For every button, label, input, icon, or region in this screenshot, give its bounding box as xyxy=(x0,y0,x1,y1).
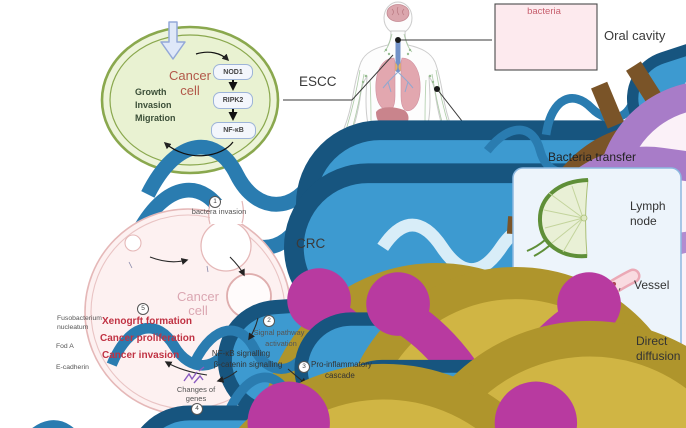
pathway-box-nfkb: NF-κB xyxy=(211,122,256,139)
step-5-badge: 5 xyxy=(137,303,149,315)
signalling-bcatenin: β-catenin signalling xyxy=(213,360,283,369)
legend-ecadherin-label: E-cadherin xyxy=(56,364,89,371)
step-4-label-1: Changes of xyxy=(176,385,216,394)
step-2-badge: 2 xyxy=(263,315,275,327)
legend-fusobacterium-2: nucleatum xyxy=(57,324,89,331)
escc-pathway-arrows xyxy=(163,51,238,157)
crc-label: CRC xyxy=(296,236,326,251)
vessel-label: Vessel xyxy=(634,278,670,292)
pathway-box-nod1: NOD1 xyxy=(213,64,253,80)
step-2-label-1: Signal pathway xyxy=(253,328,305,337)
transfer-panel-title: Bacteria transfer xyxy=(548,150,637,164)
step-1-label: bactera invasion xyxy=(191,207,247,216)
escc-effect-migration: Migration xyxy=(135,113,176,123)
oral-cavity-box xyxy=(476,0,686,428)
outcome-invasion: Cancer invasion xyxy=(102,350,180,361)
legend-fada-label: Fod A xyxy=(56,343,74,350)
step-3-label-1: Pro-inflammatory xyxy=(311,360,372,369)
membrane-dent xyxy=(124,234,142,252)
lungs xyxy=(375,57,421,112)
legend-fusobacterium-1: Fusobacterium xyxy=(57,315,102,322)
step-1-badge: 1 xyxy=(209,196,221,208)
step-3-label-2: cascade xyxy=(325,371,355,380)
body-dot xyxy=(434,86,440,92)
entry-block-arrow-icon xyxy=(160,21,186,60)
escc-effect-growth: Growth xyxy=(135,87,167,97)
oral-box-title: bacteria xyxy=(527,6,561,17)
signalling-nfkb: NF-κB signalling xyxy=(211,349,271,358)
brain xyxy=(386,4,410,22)
diffusion-label-2: diffusion xyxy=(636,349,681,363)
escc-effect-invasion: Invasion xyxy=(135,100,172,110)
step-4-label-2: genes xyxy=(185,394,207,403)
pathway-box-ripk2: RIPK2 xyxy=(213,92,253,109)
step-2-label-2: activation xyxy=(265,339,297,348)
lymph-node-label-2: node xyxy=(630,214,657,228)
lymph-node-label-1: Lymph xyxy=(630,199,666,213)
liver xyxy=(376,107,409,129)
lymph-node-icon xyxy=(526,178,589,259)
genes-squiggle-icon xyxy=(183,366,205,384)
outcome-proliferation: Cancer proliferation xyxy=(100,333,196,344)
escc-line xyxy=(283,54,394,101)
body-dot xyxy=(395,37,401,43)
escc-label: ESCC xyxy=(299,74,337,89)
step-3-badge: 3 xyxy=(298,361,310,373)
diffusion-label-1: Direct xyxy=(636,334,668,348)
oral-cavity-label: Oral cavity xyxy=(604,28,666,43)
outcome-xenograft: Xenogrft formation xyxy=(102,316,192,327)
step-4-badge: 4 xyxy=(191,403,203,415)
